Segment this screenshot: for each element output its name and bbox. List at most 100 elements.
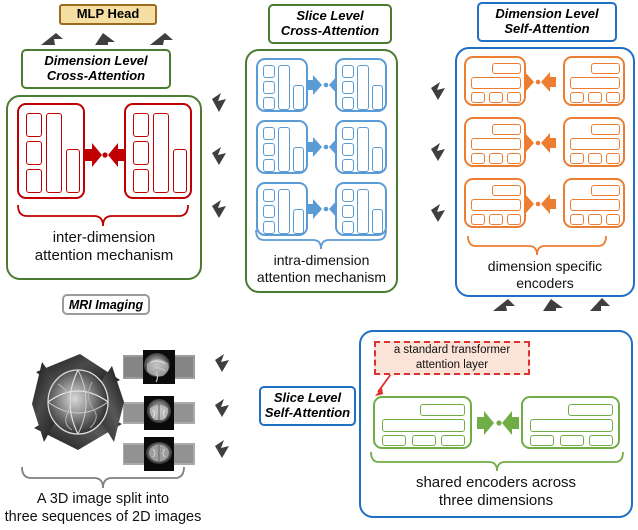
block-bar	[342, 81, 354, 94]
arrow-to-mlp-head-left	[41, 33, 63, 45]
block-bar	[489, 214, 503, 225]
mlp-head-box[interactable]: MLP Head	[59, 4, 157, 25]
slca-title-line1: Slice Level	[296, 8, 364, 24]
transformer-block-orange-r1c2[interactable]	[563, 56, 625, 106]
block-bar	[489, 92, 503, 103]
block-bar	[263, 143, 275, 156]
dimension-level-self-attention-title: Dimension Level Self-Attention	[477, 2, 617, 42]
block-bar	[133, 141, 149, 165]
block-bar	[342, 97, 354, 110]
mri-imaging-text: MRI Imaging	[68, 297, 144, 312]
block-bar	[489, 153, 503, 164]
dimension-level-cross-attention-title: Dimension Level Cross-Attention	[21, 49, 171, 89]
block-bar	[357, 65, 369, 110]
transformer-block-green-right[interactable]	[521, 396, 620, 449]
transformer-block-orange-r1c1[interactable]	[464, 56, 526, 106]
dlsa-caption-line1: dimension specific	[487, 258, 603, 274]
block-bar	[441, 435, 465, 446]
block-bar	[278, 127, 290, 172]
slsa-title-line1: Slice Level	[273, 390, 342, 406]
block-bar	[588, 92, 602, 103]
dlca-title-line1: Dimension Level	[44, 53, 148, 69]
slca-title-line2: Cross-Attention	[280, 23, 380, 38]
block-bar	[278, 189, 290, 234]
block-bar	[588, 153, 602, 164]
callout-line2: attention layer	[415, 359, 489, 371]
arrow-to-mlp-head-center	[95, 33, 115, 45]
block-bar	[278, 65, 290, 110]
slca-caption-line2: attention mechanism	[256, 269, 387, 286]
transformer-block-blue-r3c2[interactable]	[335, 182, 387, 236]
transformer-block-blue-r2c2[interactable]	[335, 120, 387, 174]
block-bar	[570, 138, 620, 150]
arrow-col1-col2-row1	[212, 93, 226, 112]
block-bar	[492, 63, 521, 74]
slsa-caption: shared encoders across three dimensions	[362, 474, 630, 511]
block-bar	[263, 221, 275, 234]
mri-slice-sequence-sagittal	[123, 350, 195, 384]
transformer-block-blue-r1c1[interactable]	[256, 58, 308, 112]
block-bar	[471, 138, 521, 150]
block-bar	[471, 92, 485, 103]
arrow-col2-col3-row1	[431, 82, 445, 100]
block-bar	[342, 221, 354, 234]
block-bar	[530, 419, 613, 432]
slca-caption-line1: intra-dimension	[273, 252, 370, 268]
callout-line1: a standard transformer	[393, 344, 511, 357]
dlca-caption: inter-dimension attention mechanism	[8, 229, 200, 266]
block-bar	[471, 214, 485, 225]
arrow-mri-slice-2	[215, 399, 229, 417]
block-bar	[372, 85, 383, 110]
block-bar	[606, 153, 620, 164]
block-bar	[357, 189, 369, 234]
arrow-mri-slice-1	[215, 354, 229, 372]
block-bar	[293, 147, 304, 172]
transformer-block-orange-r2c1[interactable]	[464, 117, 526, 167]
block-bar	[606, 214, 620, 225]
block-bar	[492, 124, 521, 135]
transformer-block-orange-r3c2[interactable]	[563, 178, 625, 228]
slsa-caption-line1: shared encoders across	[415, 474, 577, 491]
dimension-level-cross-attention-panel	[6, 95, 202, 280]
transformer-block-green-left[interactable]	[373, 396, 472, 449]
dlsa-caption: dimension specific encoders	[457, 258, 633, 292]
block-bar	[591, 124, 620, 135]
mri-3d-volume	[32, 354, 124, 450]
block-bar	[293, 85, 304, 110]
arrow-bottom-to-top-right	[590, 298, 610, 311]
slice-level-cross-attention-title: Slice Level Cross-Attention	[268, 4, 392, 44]
block-bar	[173, 149, 187, 193]
transformer-block-orange-r2c2[interactable]	[563, 117, 625, 167]
dlsa-caption-line2: encoders	[516, 275, 574, 292]
dlsa-title-line2: Self-Attention	[504, 21, 590, 36]
transformer-block-blue-r1c2[interactable]	[335, 58, 387, 112]
block-bar	[412, 435, 436, 446]
block-bar	[588, 214, 602, 225]
transformer-block-red-left[interactable]	[17, 103, 85, 199]
block-bar	[570, 92, 584, 103]
block-bar	[342, 205, 354, 218]
block-bar	[471, 199, 521, 211]
transformer-block-orange-r3c1[interactable]	[464, 178, 526, 228]
block-bar	[507, 92, 521, 103]
block-bar	[263, 127, 275, 140]
transformer-block-blue-r2c1[interactable]	[256, 120, 308, 174]
mri-caption: A 3D image split into three sequences of…	[0, 491, 206, 526]
block-bar	[263, 205, 275, 218]
arrow-bottom-to-top-center	[543, 299, 563, 311]
mri-caption-line1: A 3D image split into	[36, 491, 170, 507]
dlsa-title-line1: Dimension Level	[495, 6, 599, 22]
arrow-mri-slice-3	[215, 440, 229, 458]
arrow-col2-col3-row2	[431, 143, 445, 161]
block-bar	[492, 185, 521, 196]
arrow-to-mlp-head-right	[150, 33, 173, 45]
block-bar	[507, 153, 521, 164]
slsa-caption-line2: three dimensions	[438, 492, 554, 510]
block-bar	[570, 214, 584, 225]
arrow-bottom-to-top-left	[493, 299, 515, 311]
transformer-block-blue-r3c1[interactable]	[256, 182, 308, 236]
block-bar	[26, 113, 42, 137]
block-bar	[591, 63, 620, 74]
transformer-block-red-right[interactable]	[124, 103, 192, 199]
block-bar	[342, 65, 354, 78]
